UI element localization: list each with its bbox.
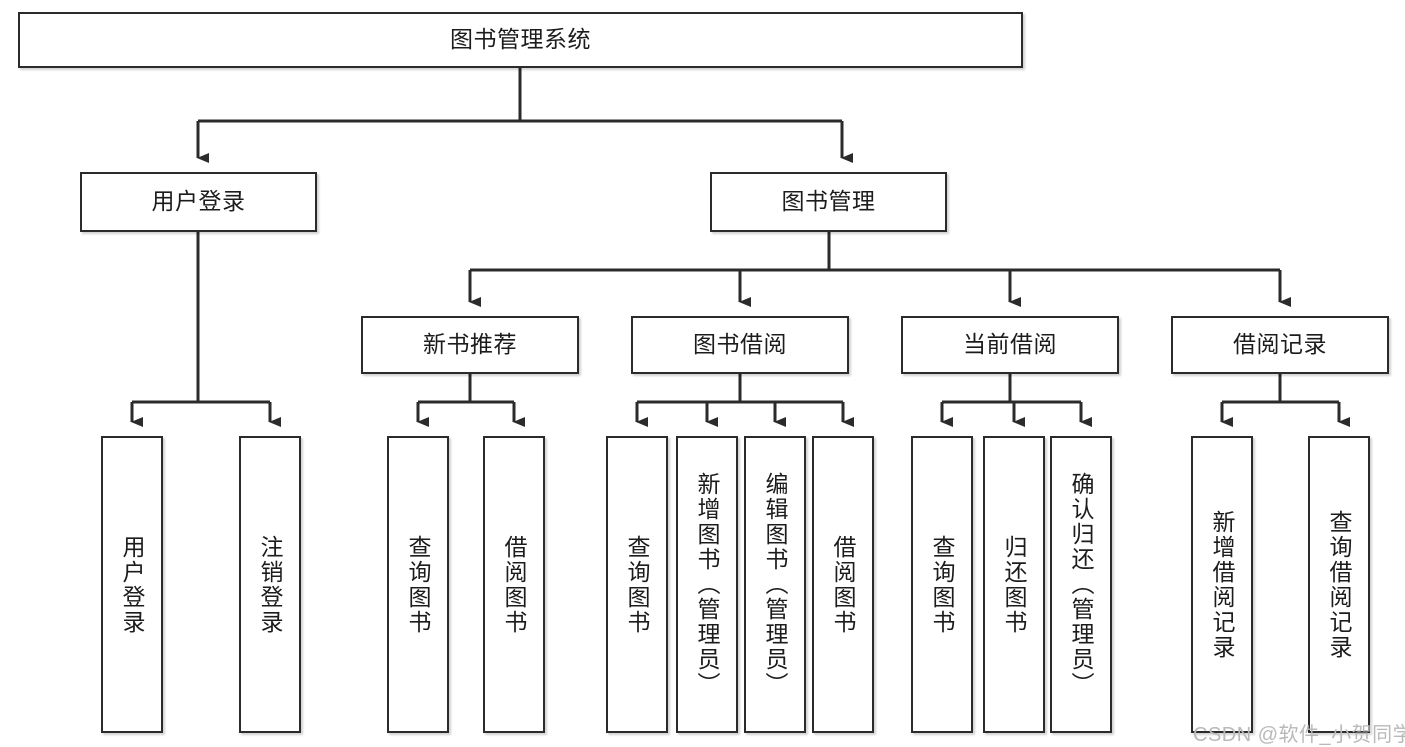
node-label: 归还图书 [1001, 534, 1028, 635]
leaf-query-book-recommend[interactable]: 查询图书 [387, 436, 449, 733]
connector-bookmanage-to-level3 [468, 232, 1291, 307]
leaf-user-login[interactable]: 用户登录 [101, 436, 163, 733]
node-label: 查询图书 [405, 534, 432, 635]
leaf-logout[interactable]: 注销登录 [239, 436, 301, 733]
node-new-book-recommend[interactable]: 新书推荐 [361, 316, 579, 374]
connector-currentborrow-to-leaves [940, 374, 1092, 427]
leaf-add-borrow-record[interactable]: 新增借阅记录 [1191, 436, 1253, 733]
node-current-borrow[interactable]: 当前借阅 [901, 316, 1119, 374]
node-label: 新增图书（管理员） [694, 472, 721, 697]
node-label: 借阅记录 [1233, 331, 1327, 358]
node-user-login[interactable]: 用户登录 [80, 172, 317, 232]
node-label: 图书管理系统 [450, 26, 591, 53]
node-label: 借阅图书 [830, 534, 857, 635]
node-label: 图书管理 [781, 188, 876, 215]
node-label: 查询图书 [929, 534, 956, 635]
node-label: 查询图书 [624, 534, 651, 635]
leaf-return-book[interactable]: 归还图书 [983, 436, 1045, 733]
node-label: 用户登录 [119, 534, 146, 635]
node-label: 用户登录 [151, 188, 246, 215]
leaf-borrow-book-recommend[interactable]: 借阅图书 [483, 436, 545, 733]
node-book-manage[interactable]: 图书管理 [710, 172, 947, 232]
node-label: 确认归还（管理员） [1068, 472, 1095, 697]
node-label: 编辑图书（管理员） [762, 472, 789, 697]
node-book-borrow[interactable]: 图书借阅 [631, 316, 849, 374]
leaf-add-book-admin[interactable]: 新增图书（管理员） [676, 436, 738, 733]
connector-root-to-level2 [196, 68, 853, 163]
connector-newbook-to-leaves [416, 374, 525, 427]
leaf-query-book-borrow[interactable]: 查询图书 [606, 436, 668, 733]
leaf-query-borrow-record[interactable]: 查询借阅记录 [1308, 436, 1370, 733]
node-label: 注销登录 [257, 534, 284, 635]
node-book-management-system[interactable]: 图书管理系统 [18, 12, 1023, 68]
leaf-query-book-current[interactable]: 查询图书 [911, 436, 973, 733]
connector-bookborrow-to-leaves [635, 374, 854, 427]
node-label: 借阅图书 [501, 534, 528, 635]
node-label: 新书推荐 [423, 331, 517, 358]
node-label: 当前借阅 [963, 331, 1057, 358]
connector-borrowrecord-to-leaves [1220, 374, 1350, 427]
leaf-edit-book-admin[interactable]: 编辑图书（管理员） [744, 436, 806, 733]
node-label: 图书借阅 [693, 331, 787, 358]
node-label: 新增借阅记录 [1209, 509, 1236, 660]
node-borrow-record[interactable]: 借阅记录 [1171, 316, 1389, 374]
leaf-confirm-return-admin[interactable]: 确认归还（管理员） [1050, 436, 1112, 733]
connector-userlogin-to-leaves [130, 232, 281, 427]
node-label: 查询借阅记录 [1326, 509, 1353, 660]
leaf-borrow-book[interactable]: 借阅图书 [812, 436, 874, 733]
